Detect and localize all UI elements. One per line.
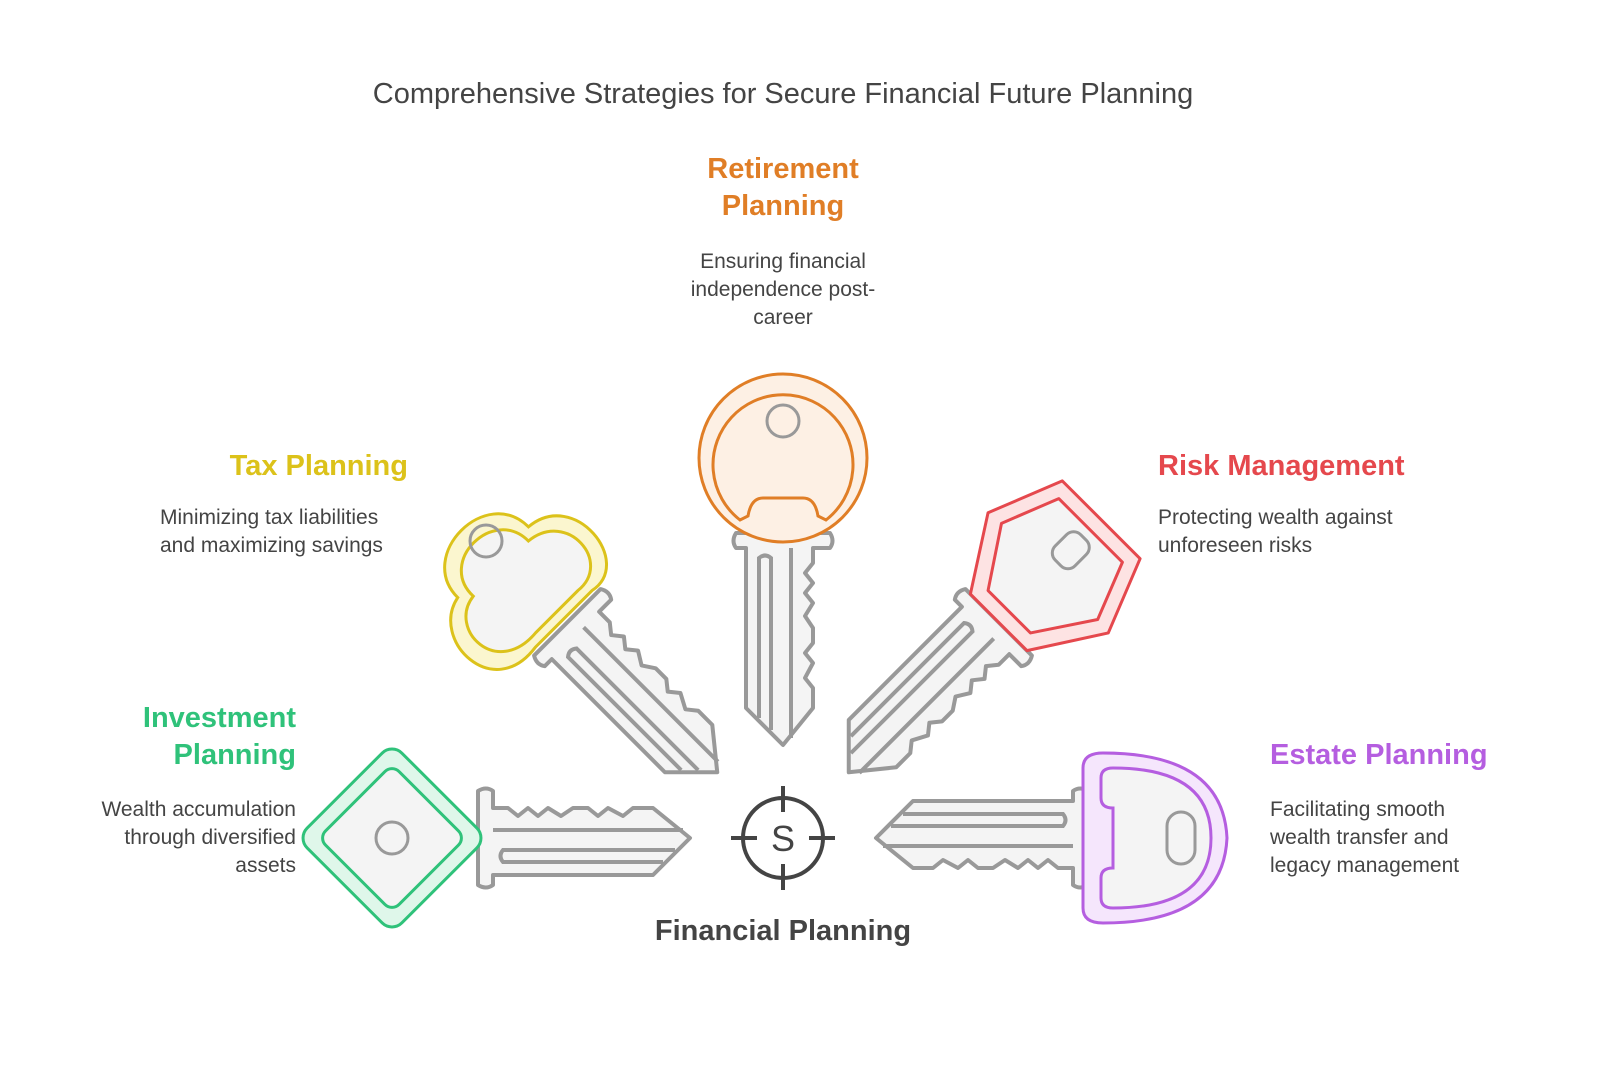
estate-title: Estate Planning	[1270, 739, 1488, 771]
page-title: Comprehensive Strategies for Secure Fina…	[372, 78, 1194, 110]
tax-title: Tax Planning	[229, 450, 408, 482]
estate-desc: Facilitating smooth wealth transfer and …	[1270, 798, 1460, 877]
retirement-title: Retirement Planning	[707, 153, 859, 222]
estate-key-icon	[874, 751, 1229, 925]
dollar-target-icon: S	[731, 786, 835, 890]
tax-key-icon	[443, 512, 775, 840]
tax-desc: Minimizing tax liabilities and maximizin…	[160, 506, 383, 557]
risk-desc: Protecting wealth against unforeseen ris…	[1158, 506, 1393, 557]
risk-key-icon	[789, 479, 1142, 833]
investment-desc: Wealth accumulation through diversified …	[101, 798, 296, 877]
retirement-key-icon	[697, 372, 869, 747]
svg-text:S: S	[771, 818, 795, 859]
center-label: Financial Planning	[654, 915, 912, 947]
investment-title: Investment Planning	[142, 702, 296, 771]
investment-key-icon	[301, 747, 692, 929]
retirement-desc: Ensuring financial independence post-car…	[690, 250, 876, 329]
risk-title: Risk Management	[1158, 450, 1405, 482]
